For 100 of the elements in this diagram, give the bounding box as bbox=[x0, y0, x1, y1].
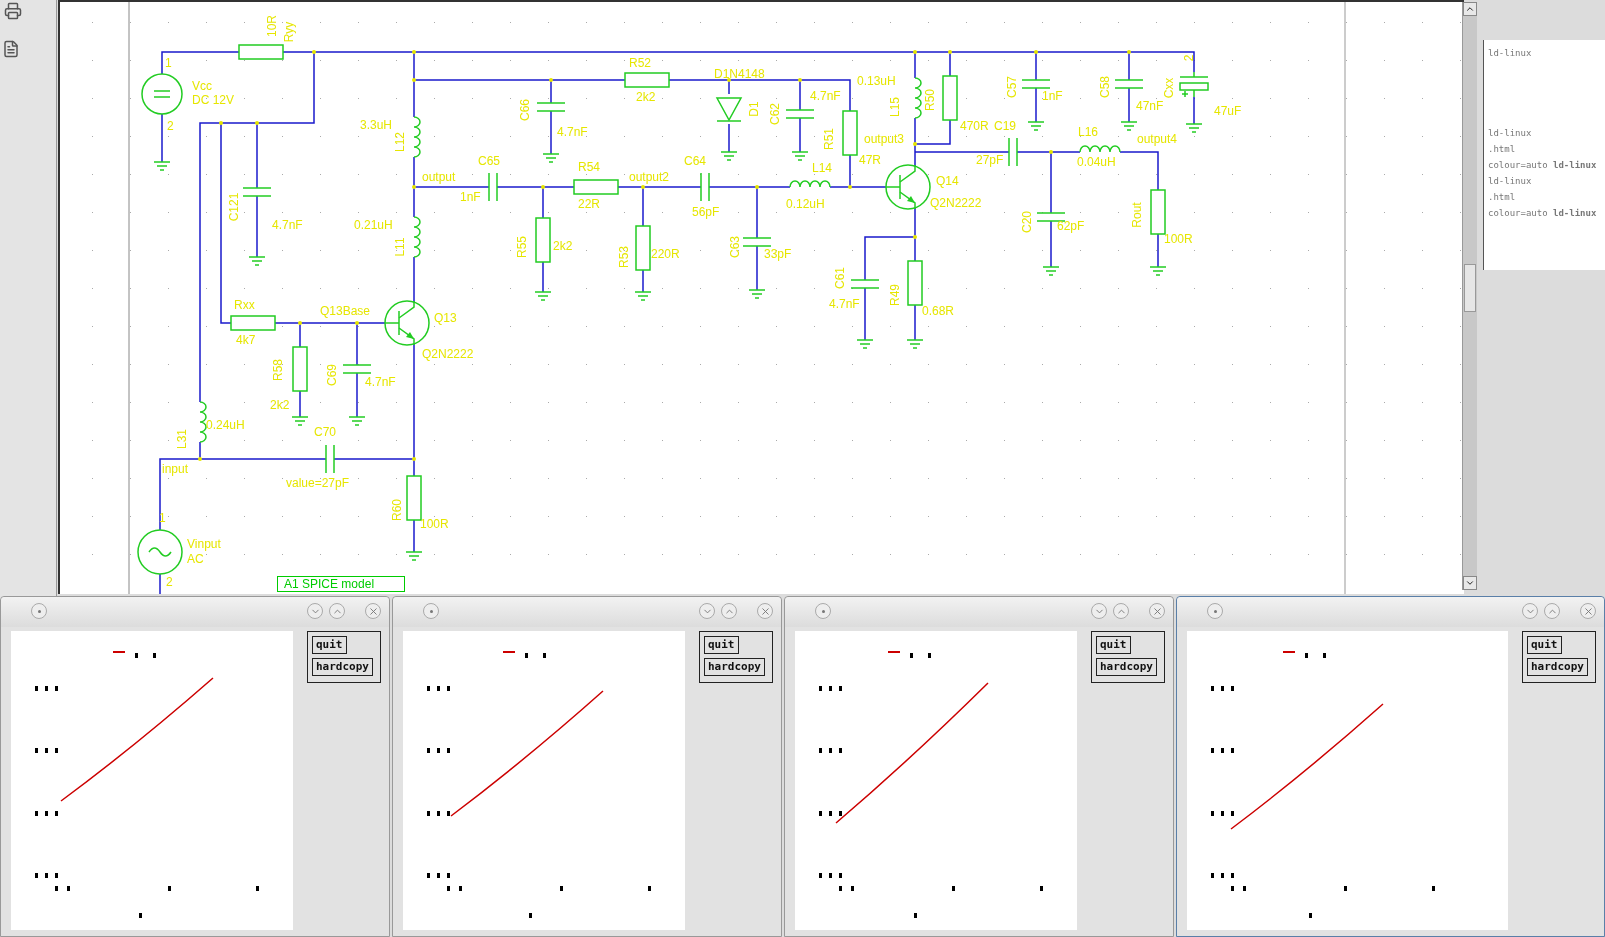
schematic-label: 3.3uH bbox=[360, 119, 393, 132]
schematic-label: 4.7nF bbox=[829, 298, 860, 311]
component-label: L31 bbox=[175, 429, 189, 449]
terminal-text: .html bbox=[1488, 144, 1516, 154]
terminal-text: ld-linux bbox=[1488, 128, 1532, 138]
model-box: A1 SPICE model bbox=[277, 576, 405, 592]
component-label: C66 bbox=[518, 99, 532, 121]
terminal-text: colour=auto ld-linux bbox=[1488, 160, 1597, 170]
schematic-label: input bbox=[162, 463, 189, 476]
schematic-label: 1 bbox=[159, 512, 166, 525]
schematic-label: value=27pF bbox=[286, 477, 350, 490]
schematic-label: output bbox=[422, 171, 456, 184]
schematic-label: 0.13uH bbox=[857, 75, 896, 88]
component-label: C69 bbox=[325, 364, 339, 386]
schematic-label: L14 bbox=[812, 162, 833, 175]
component-label: C121 bbox=[227, 192, 241, 222]
component-label: C61 bbox=[833, 267, 847, 289]
hardcopy-button: hardcopy bbox=[1527, 658, 1588, 676]
schematic-label: 2 bbox=[166, 576, 173, 589]
schematic-label: output4 bbox=[1137, 133, 1178, 146]
schematic-label: 0.12uH bbox=[786, 198, 825, 211]
component-label: D1 bbox=[747, 101, 761, 117]
schematic-label: DC 12V bbox=[192, 94, 235, 107]
schematic-label: 33pF bbox=[764, 248, 792, 261]
schematic-label: 470R bbox=[960, 120, 989, 133]
component-label: C20 bbox=[1020, 211, 1034, 233]
schematic-label: Vcc bbox=[192, 80, 212, 93]
component-label: R51 bbox=[822, 128, 836, 150]
schematic-label: 0.68R bbox=[922, 305, 955, 318]
component-label: C63 bbox=[728, 236, 742, 258]
component-label: L12 bbox=[393, 132, 407, 152]
schematic-label: 2k2 bbox=[270, 399, 290, 412]
quit-button: quit bbox=[1527, 636, 1562, 654]
schematic-label: 27pF bbox=[976, 154, 1004, 167]
schematic-label: Q13 bbox=[434, 312, 457, 325]
schematic-label: 2k2 bbox=[553, 240, 573, 253]
schematic-label: 47uF bbox=[1214, 105, 1242, 118]
schematic-label: 62pF bbox=[1057, 220, 1085, 233]
schematic-label: 4.7nF bbox=[557, 126, 588, 139]
schematic-label: L16 bbox=[1078, 126, 1099, 139]
schematic-label: 56pF bbox=[692, 206, 720, 219]
schematic-label: 1 bbox=[165, 57, 172, 70]
component-label: R50 bbox=[923, 89, 937, 111]
schematic-label: Vinput bbox=[187, 538, 221, 551]
schematic-label: 4k7 bbox=[236, 334, 256, 347]
schematic-label: C70 bbox=[314, 426, 336, 439]
component-label: 2 bbox=[1182, 54, 1196, 62]
schematic-label: R52 bbox=[629, 57, 651, 70]
schematic-label: 100R bbox=[1164, 233, 1193, 246]
quit-button: quit bbox=[704, 636, 739, 654]
component-label: Rout bbox=[1130, 202, 1144, 228]
schematic-label: 47nF bbox=[1136, 100, 1164, 113]
component-label: R58 bbox=[271, 359, 285, 381]
schematic-label: 220R bbox=[651, 248, 680, 261]
quit-button: quit bbox=[1096, 636, 1131, 654]
schematic-label: output3 bbox=[864, 133, 905, 146]
schematic-label: 47R bbox=[859, 154, 881, 167]
component-label: R53 bbox=[617, 246, 631, 268]
schematic-label: 0.24uH bbox=[206, 419, 245, 432]
component-label: R55 bbox=[515, 236, 529, 258]
component-label: Ryy bbox=[282, 21, 296, 43]
terminal-text: ld-linux bbox=[1488, 176, 1532, 186]
schematic-label: 2k2 bbox=[636, 91, 656, 104]
schematic-label: 4.7nF bbox=[365, 376, 396, 389]
schematic-label: output2 bbox=[629, 171, 670, 184]
schematic-label: 0.04uH bbox=[1077, 156, 1116, 169]
terminal-text: .html bbox=[1488, 192, 1516, 202]
schematic-label: Q2N2222 bbox=[930, 197, 982, 210]
hardcopy-button: hardcopy bbox=[1096, 658, 1157, 676]
terminal-text: ld-linux bbox=[1488, 48, 1532, 58]
schematic-label: 1nF bbox=[460, 191, 481, 204]
schematic-label: 2 bbox=[167, 120, 174, 133]
schematic-label: AC bbox=[187, 553, 204, 566]
component-label: C62 bbox=[768, 103, 782, 125]
component-label: L15 bbox=[888, 97, 902, 117]
terminal-text: colour=auto ld-linux bbox=[1488, 208, 1597, 218]
schematic-label: 4.7nF bbox=[810, 90, 841, 103]
schematic-label: R54 bbox=[578, 161, 600, 174]
component-label: 10R bbox=[265, 15, 279, 37]
hardcopy-button: hardcopy bbox=[704, 658, 765, 676]
schematic-label: Q13Base bbox=[320, 305, 371, 318]
schematic-label: 22R bbox=[578, 198, 600, 211]
schematic-label: C19 bbox=[994, 120, 1016, 133]
component-label: C57 bbox=[1005, 76, 1019, 98]
schematic-label: Q14 bbox=[936, 175, 959, 188]
schematic-label: Q2N2222 bbox=[422, 348, 474, 361]
component-label: L11 bbox=[393, 237, 407, 257]
schematic-label: 4.7nF bbox=[272, 219, 303, 232]
schematic-label: 1nF bbox=[1042, 90, 1063, 103]
component-label: R60 bbox=[390, 499, 404, 521]
quit-button: quit bbox=[312, 636, 347, 654]
schematic-label: Rxx bbox=[234, 299, 255, 312]
schematic-label: 0.21uH bbox=[354, 219, 393, 232]
schematic-label: C65 bbox=[478, 155, 500, 168]
component-label: R49 bbox=[888, 284, 902, 306]
hardcopy-button: hardcopy bbox=[312, 658, 373, 676]
schematic-label: 100R bbox=[420, 518, 449, 531]
component-label: C58 bbox=[1098, 76, 1112, 98]
schematic-label: D1N4148 bbox=[714, 68, 765, 81]
schematic-label: C64 bbox=[684, 155, 706, 168]
